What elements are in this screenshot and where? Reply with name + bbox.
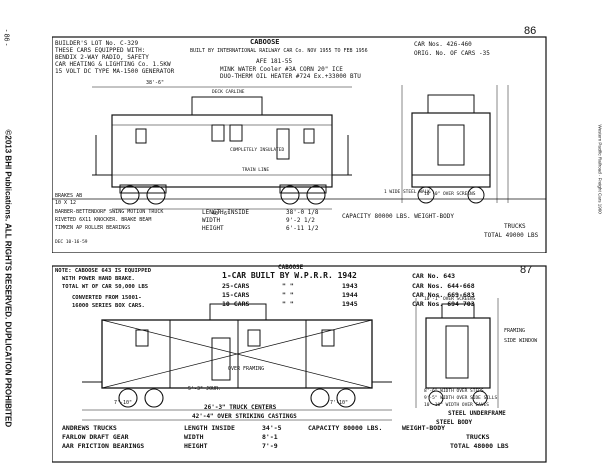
bottom-truck-spec-1: ANDREWS TRUCKS (62, 424, 117, 432)
truck-spec-1: BARBER-BETTENDORF SWING MOTION TRUCK (55, 209, 164, 215)
bottom-length-value: 34'-5 (262, 424, 282, 432)
row-1-ditto: " " (282, 282, 294, 290)
top-trucks: TRUCKS (504, 223, 526, 230)
bottom-length-label: LENGTH INSIDE (184, 424, 235, 432)
afe-number: AFE 181-55 (256, 58, 293, 65)
label-screens: 10'-0" OVER SCREENS (424, 192, 476, 197)
bottom-trucks: TRUCKS (466, 433, 490, 441)
copyright-notice: ©2013 BHI Publications. ALL RIGHTS RESER… (3, 129, 13, 428)
bottom-truck-spec-2: FARLOW DRAFT GEAR (62, 433, 129, 441)
top-length-value: 38'-0 1/8 (286, 209, 319, 216)
row-1-year: 1943 (342, 282, 358, 290)
equipment-note-3: CAR HEATING & LIGHTING Co. 1.5KW (55, 61, 171, 68)
top-total: TOTAL 49000 LBS (484, 232, 539, 239)
label-over-framing: OVER FRAMING (228, 366, 265, 372)
equipment-note-4: 15 VOLT DC TYPE MA-1500 GENERATOR (55, 68, 175, 75)
equipment-note-2: BENDIX 2-WAY RADIO, SAFETY (55, 54, 149, 61)
dim-length-bottom: 40'-6" (212, 211, 231, 217)
label-framing: FRAMING (504, 328, 526, 334)
row-1-cars: CAR Nos. 644-668 (412, 282, 475, 290)
top-title: CABOOSE (250, 38, 280, 46)
label-truck-centers: 26'-3" TRUCK CENTERS (204, 404, 277, 411)
heater-note: DUO-THERM OIL HEATER #724 Ex.+33000 BTU (220, 73, 361, 80)
row-3-count: 10-CARS (222, 300, 250, 308)
label-end-right: 7'-10" (330, 400, 349, 406)
label-width-steps: 8'-6" WIDTH OVER STEPS (424, 389, 484, 394)
truck-spec-2: RIVETED 6X11 KNOCKER. BRAKE BEAM (55, 217, 152, 223)
built-car-no: CAR No. 643 (412, 272, 456, 280)
row-3-cars: CAR Nos. 694-703 (412, 300, 475, 308)
water-tank-note: MINK WATER Cooler #3A CORN 20" ICE (220, 66, 343, 73)
row-2-cars: CAR Nos. 669-683 (412, 291, 475, 299)
bottom-title: CABOOSE (278, 264, 304, 271)
bottom-width-value: 8'-1 (262, 433, 278, 441)
row-3-year: 1945 (342, 300, 358, 308)
brakes-1: BRAKES AB (55, 193, 83, 199)
label-side-window: SIDE WINDOW (504, 338, 538, 344)
bottom-note-2: WITH POWER HAND BRAKE. (62, 276, 135, 282)
top-height-value: 6'-11 1/2 (286, 225, 319, 232)
bottom-note-1: NOTE: CABOOSE 643 IS EQUIPPED (55, 268, 152, 274)
top-drawing-panel: 86 BUILDER'S LOT No. C-329 THESE CARS EQ… (52, 25, 552, 253)
row-3-ditto: " " (282, 300, 294, 308)
bottom-note-4: CONVERTED FROM 15001- (72, 295, 142, 301)
bottom-page-number: 87 (520, 264, 533, 276)
row-2-year: 1944 (342, 291, 358, 299)
bottom-note-3: TOTAL WT OF CAR 50,000 LBS (62, 284, 149, 290)
brakes-2: 10 X 12 (55, 200, 77, 206)
bottom-capacity: CAPACITY 80000 LBS. (308, 424, 383, 432)
top-orig-count: ORIG. No. OF CARS -35 (414, 50, 490, 57)
top-caboose-drawing (52, 36, 547, 253)
bottom-total: TOTAL 48000 LBS (450, 442, 509, 450)
top-length-label: LENGTH INSIDE (202, 209, 249, 216)
row-1-count: 25-CARS (222, 282, 250, 290)
row-2-count: 15-CARS (222, 291, 250, 299)
bottom-drawing-panel: 87 NOTE: CABOOSE 643 IS EQUIPPED WITH PO… (52, 258, 552, 463)
top-date: DEC 10-16-59 (55, 240, 88, 245)
label-train-line: TRAIN LINE (242, 168, 270, 173)
equipment-note-1: THESE CARS EQUIPPED WITH: (55, 47, 146, 54)
bottom-height-value: 7'-9 (262, 442, 278, 450)
top-width-label: WIDTH (202, 217, 221, 224)
running-head: Western Pacific Railroad · Freight Cars … (597, 124, 603, 214)
label-over-castings: 42'-4" OVER STRIKING CASTINGS (192, 413, 297, 420)
label-insulated: COMPLETELY INSULATED (230, 148, 285, 153)
label-deck-carline: DECK CARLINE (212, 90, 245, 95)
top-page-number: 86 (524, 25, 537, 37)
bottom-height-label: HEIGHT (184, 442, 208, 450)
bottom-width-label: WIDTH (184, 433, 204, 441)
label-jour: 5'-3" JOUR. (188, 386, 222, 392)
row-2-ditto: " " (282, 291, 294, 299)
label-end-left: 7'-10" (114, 400, 133, 406)
label-width-sills: 9'-5" WIDTH OVER SIDE SILLS (424, 396, 498, 401)
bottom-caboose-drawing (52, 265, 547, 463)
top-capacity: CAPACITY 80000 LBS. WEIGHT-BODY (342, 213, 454, 220)
dim-length-top: 38'-6" (146, 80, 165, 86)
bottom-weight: WEIGHT-BODY (402, 424, 446, 432)
page-number-left: - 86 - (2, 29, 10, 46)
builders-lot: BUILDER'S LOT No. C-329 (55, 40, 139, 47)
built-line: 1-CAR BUILT BY W.P.R.R. 1942 (222, 271, 357, 280)
top-height-label: HEIGHT (202, 225, 224, 232)
label-width-eaves: 10'-10" WIDTH OVER EAVES (424, 403, 490, 408)
top-width-value: 9'-2 1/2 (286, 217, 315, 224)
bottom-note-5: 16000 SERIES BOX CARS. (72, 303, 145, 309)
label-walk: 1 WIDE STEEL WALK (384, 190, 431, 195)
truck-spec-3: TIMKEN AP ROLLER BEARINGS (55, 225, 131, 231)
label-screens-b: 10'-1" OVER SCREENS (424, 297, 476, 302)
top-car-numbers: CAR Nos. 426-460 (414, 41, 472, 48)
top-builder: BUILT BY INTERNATIONAL RAILWAY CAR Co. N… (190, 48, 368, 54)
label-underframe: STEEL UNDERFRAME (448, 410, 506, 417)
bottom-truck-spec-3: AAR FRICTION BEARINGS (62, 442, 145, 450)
label-steel-body: STEEL BODY (436, 419, 473, 426)
